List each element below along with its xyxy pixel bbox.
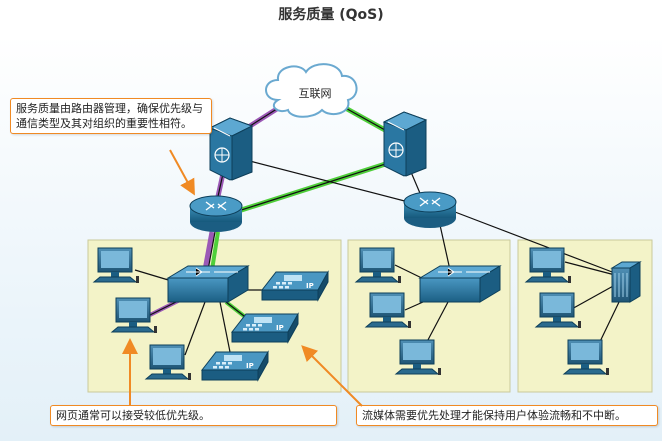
internet-cloud-label: 互联网 (298, 87, 332, 100)
ip-phone-label: IP (246, 362, 254, 370)
router-right (403, 191, 457, 228)
server-right (610, 261, 642, 303)
pc-group (92, 247, 609, 380)
web-priority-callout: 网页通常可以接受较低优先级。 (50, 405, 337, 426)
page-title: 服务质量 (QoS) (278, 7, 384, 23)
pc-icon (144, 344, 191, 380)
pc-icon (562, 339, 609, 375)
internet-cloud (265, 63, 358, 118)
ip-phone-label: IP (276, 324, 284, 332)
streaming-priority-callout: 流媒体需要优先处理才能保持用户体验流畅和不中断。 (356, 405, 658, 426)
lan-switch-left (166, 265, 250, 303)
pc-icon (364, 292, 411, 328)
ip-phone-group: IP IP IP (200, 270, 329, 382)
pc-icon (534, 292, 581, 328)
pc-icon (92, 247, 139, 283)
pc-icon (394, 339, 441, 375)
pc-icon (354, 247, 401, 283)
pc-icon (110, 297, 157, 333)
core-switch-left (208, 117, 254, 181)
ip-phone-icon: IP (200, 350, 269, 382)
router-left (189, 195, 243, 232)
qos-callout: 服务质量由路由器管理，确保优先级与通信类型及其对组织的重要性相符。 (10, 98, 212, 134)
ip-phone-icon: IP (260, 270, 329, 302)
core-switch-right (382, 111, 428, 177)
lan-switch-middle (418, 265, 502, 303)
ip-phone-label: IP (306, 282, 314, 290)
ip-phone-icon: IP (230, 312, 299, 344)
pc-icon (524, 247, 571, 283)
